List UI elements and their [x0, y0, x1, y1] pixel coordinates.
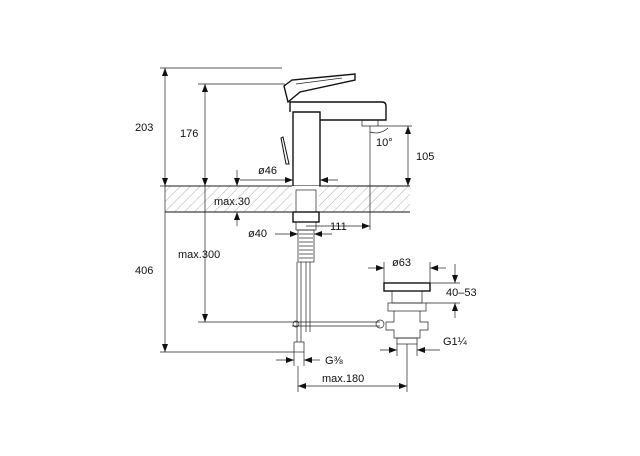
dim-total-height: 203	[135, 67, 290, 187]
dim-waste-diameter: ø63	[368, 257, 446, 283]
dim-hose-length: max.300	[178, 186, 292, 323]
dim-rod-reach: max.180	[297, 344, 408, 392]
label-406: 406	[135, 265, 153, 277]
label-105: 105	[416, 151, 434, 163]
dim-body-diameter: ø46	[240, 165, 338, 186]
dim-total-with-hose: 406	[135, 186, 294, 353]
label-g1-1-4: G1¼	[443, 336, 468, 348]
dim-deck-thickness: max.30	[214, 170, 250, 226]
dim-shank-diameter: ø40	[248, 228, 332, 240]
countertop	[165, 185, 410, 213]
label-10-degrees: 10°	[376, 137, 393, 149]
lever-handle	[283, 73, 356, 104]
waste-rod	[292, 319, 385, 329]
label-max-180: max.180	[322, 373, 364, 385]
dim-spout-height: 105 10°	[369, 125, 434, 186]
label-g-3-8: G⅜	[325, 355, 344, 367]
faucet-body	[289, 101, 387, 186]
popup-rod	[280, 136, 290, 165]
supply-hose	[293, 262, 311, 353]
dim-hose-thread: G⅜	[276, 352, 344, 367]
dim-waste-thread: G1¼	[380, 336, 468, 356]
label-o46: ø46	[258, 165, 277, 177]
dim-waste-range: 40–53	[426, 264, 477, 318]
label-111: 111	[330, 221, 347, 233]
label-203: 203	[135, 122, 153, 134]
label-176: 176	[180, 128, 198, 140]
label-o63: ø63	[392, 257, 411, 269]
label-max-300: max.300	[178, 249, 220, 261]
label-o40: ø40	[248, 228, 267, 240]
label-40-53: 40–53	[446, 287, 477, 299]
dim-body-height: 176	[180, 83, 285, 186]
waste-valve	[383, 282, 431, 345]
dim-spout-reach: 111	[306, 186, 371, 233]
label-max-30: max.30	[214, 196, 250, 208]
